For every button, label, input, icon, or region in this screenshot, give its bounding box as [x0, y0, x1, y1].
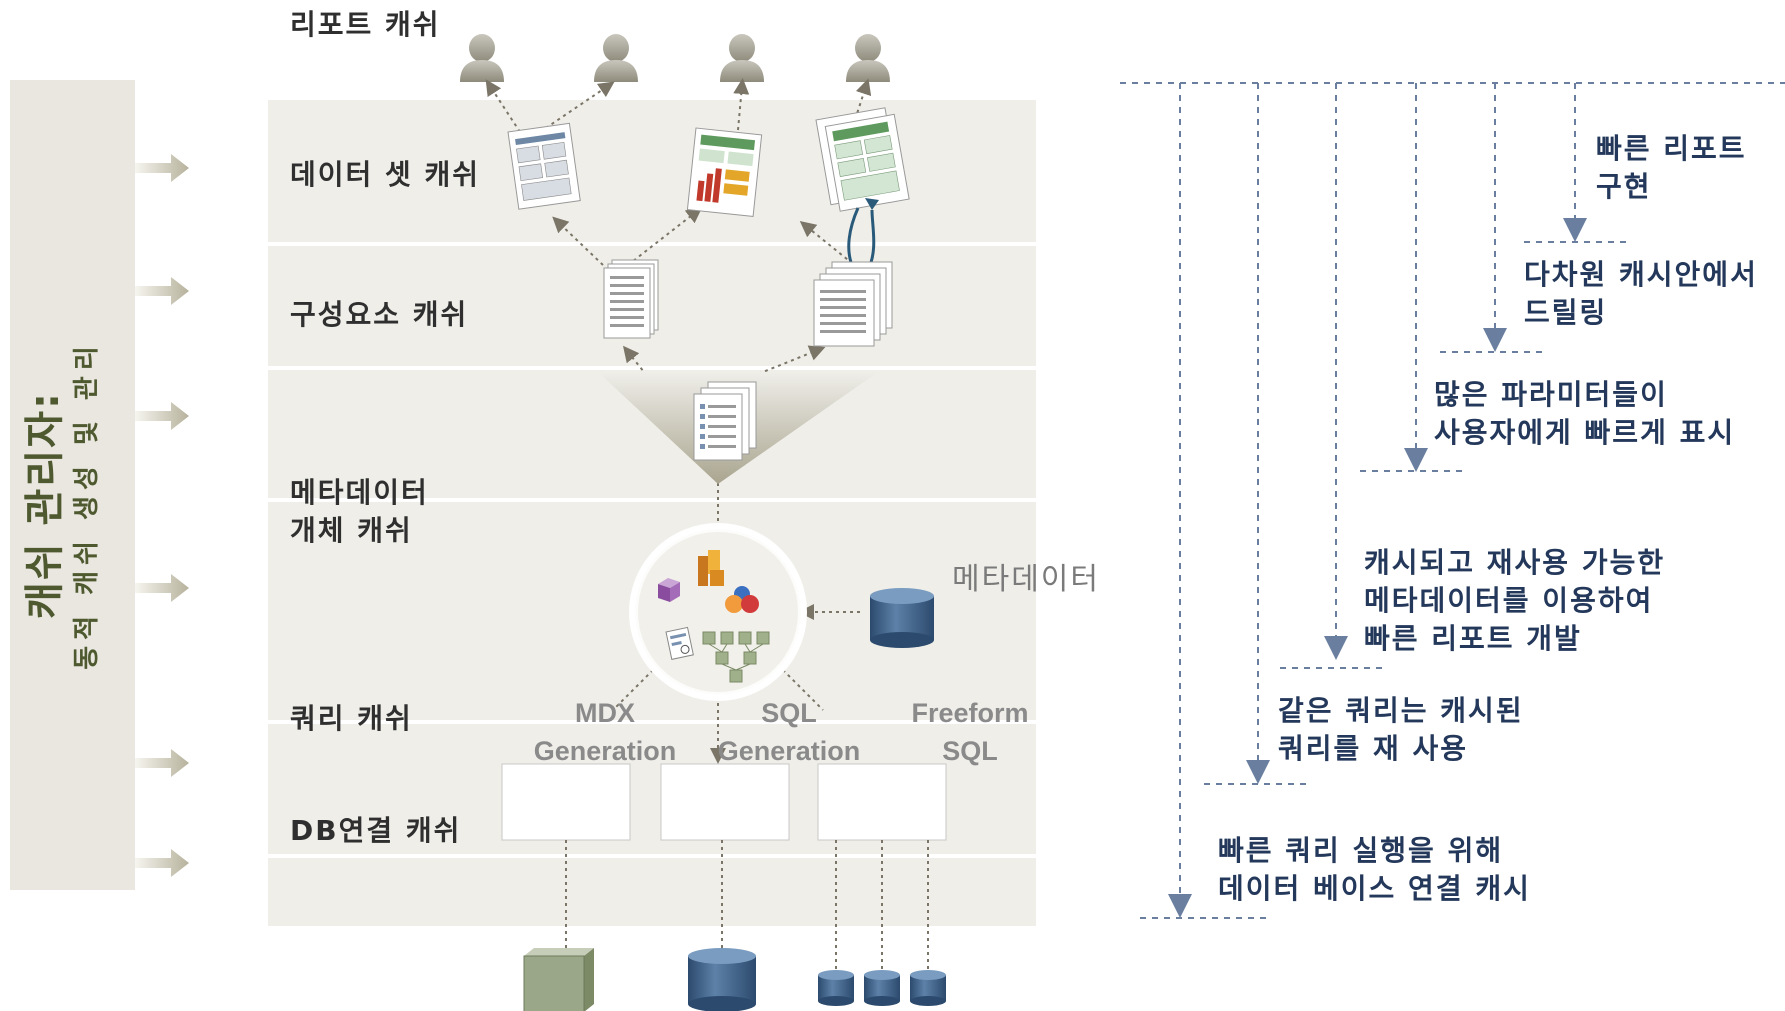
- layer-bottom-band: [268, 858, 1036, 926]
- benefit-note-2: 다차원 캐시안에서 드릴링: [1524, 256, 1758, 332]
- arrow-right-icon: [135, 277, 189, 305]
- user-silhouette-icon: [594, 34, 638, 82]
- cube-icon: [523, 948, 594, 1011]
- component-stack-icon: [813, 261, 893, 347]
- mdx-connection-box: [501, 763, 631, 841]
- layer-label-report: 리포트 캐쉬: [290, 8, 441, 41]
- mdx-label-line2: Generation: [533, 736, 677, 766]
- user-silhouette-icon: [846, 34, 890, 82]
- arrow-right-icon: [135, 154, 189, 182]
- benefit-note-3-line1: 많은 파라미터들이: [1434, 378, 1668, 411]
- layer-label-metadata-2: 개체 캐쉬: [290, 514, 413, 547]
- benefit-note-5-line1: 같은 쿼리는 캐시된: [1278, 694, 1524, 727]
- database-icon: [864, 970, 900, 1006]
- sql-connection-box: [660, 763, 790, 841]
- benefit-brackets: [1120, 82, 1785, 919]
- benefit-note-2-line2: 드릴링: [1524, 296, 1608, 329]
- database-icon: [818, 970, 854, 1006]
- drill-loop-arrow: [847, 207, 876, 271]
- mdx-label-line1: MDX: [575, 698, 635, 728]
- report-document-icon: [815, 107, 910, 212]
- benefit-note-1-line2: 구현: [1596, 170, 1652, 203]
- layer-label-dataset: 데이터 셋 캐쉬: [290, 158, 481, 191]
- benefit-note-4: 캐시되고 재사용 가능한 메타데이터를 이용하여 빠른 리포트 개발: [1364, 544, 1665, 658]
- architecture-diagram: [460, 34, 947, 1011]
- cache-manager-title: 캐쉬 관리자:: [22, 391, 68, 619]
- database-icon: [870, 588, 934, 648]
- user-silhouette-icon: [460, 34, 504, 82]
- sql-label-line1: SQL: [761, 698, 817, 728]
- sql-label-line2: Generation: [717, 736, 861, 766]
- mdx-generation-label: MDX Generation: [520, 694, 690, 770]
- sql-generation-label: SQL Generation: [704, 694, 874, 770]
- cache-manager-subtitle: 동적 캐쉬 생성 및 관리: [72, 340, 102, 670]
- report-document-icon: [507, 122, 581, 210]
- freeform-label-line2: SQL: [942, 736, 998, 766]
- freeform-label-line1: Freeform: [911, 698, 1029, 728]
- cache-manager-banner: [10, 80, 135, 890]
- banner-arrows: [135, 154, 189, 877]
- benefit-note-2-line1: 다차원 캐시안에서: [1524, 258, 1758, 291]
- component-stack-icon: [603, 259, 659, 339]
- freeform-connection-box: [817, 763, 947, 841]
- benefit-note-1: 빠른 리포트 구현: [1596, 130, 1747, 206]
- metadata-documents-icon: [693, 381, 757, 461]
- benefit-note-4-line2: 메타데이터를 이용하여: [1364, 584, 1654, 617]
- arrow-right-icon: [135, 749, 189, 777]
- arrow-right-icon: [135, 402, 189, 430]
- layer-label-query: 쿼리 캐쉬: [290, 702, 413, 735]
- benefit-note-1-line1: 빠른 리포트: [1596, 132, 1747, 165]
- benefit-note-5-line2: 쿼리를 재 사용: [1278, 732, 1469, 765]
- metadata-source-label: 메타데이터: [952, 562, 1100, 597]
- benefit-note-5: 같은 쿼리는 캐시된 쿼리를 재 사용: [1278, 692, 1524, 768]
- benefit-note-6-line1: 빠른 쿼리 실행을 위해: [1218, 834, 1504, 867]
- benefit-note-4-line1: 캐시되고 재사용 가능한: [1364, 546, 1666, 579]
- layer-label-db: DB연결 캐쉬: [290, 814, 462, 847]
- report-document-icon: [686, 127, 763, 217]
- layer-label-metadata-1: 메타데이터: [290, 476, 429, 509]
- arrow-right-icon: [135, 574, 189, 602]
- benefit-note-3: 많은 파라미터들이 사용자에게 빠르게 표시: [1434, 376, 1735, 452]
- benefit-note-3-line2: 사용자에게 빠르게 표시: [1434, 416, 1736, 449]
- query-engine-icon: [629, 523, 807, 701]
- layer-label-component: 구성요소 캐쉬: [290, 298, 469, 331]
- database-icon: [910, 970, 946, 1006]
- benefit-note-6: 빠른 쿼리 실행을 위해 데이터 베이스 연결 캐시: [1218, 832, 1531, 908]
- arrow-right-icon: [135, 849, 189, 877]
- user-silhouette-icon: [720, 34, 764, 82]
- layer-dataset-band: [268, 100, 1036, 242]
- cache-manager-banner-text: 캐쉬 관리자: 동적 캐쉬 생성 및 관리: [8, 150, 118, 860]
- benefit-note-6-line2: 데이터 베이스 연결 캐시: [1218, 872, 1531, 905]
- freeform-sql-label: Freeform SQL: [890, 694, 1050, 770]
- database-icon: [688, 948, 756, 1011]
- benefit-note-4-line3: 빠른 리포트 개발: [1364, 622, 1582, 655]
